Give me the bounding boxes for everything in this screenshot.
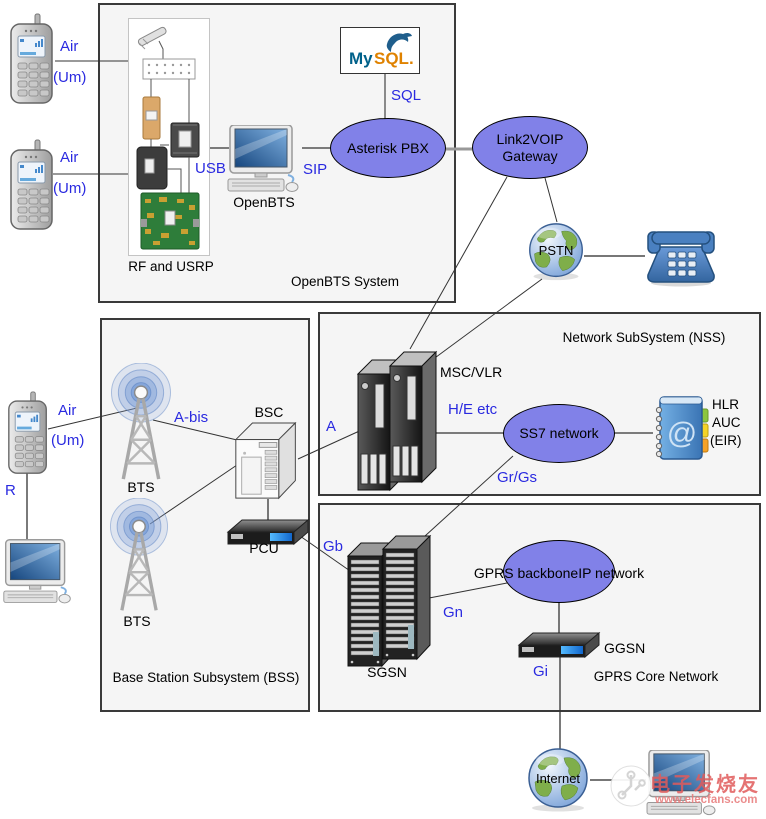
svg-text:SQL: SQL [374,49,409,68]
desktop-computer-icon [224,124,304,200]
mobile-phone-icon [8,13,56,110]
msc-vlr-server-icon [356,344,439,501]
nss-title: Network SubSystem (NSS) [562,330,726,345]
abis-interface-label: A-bis [174,409,209,426]
sgsn-server-icon [346,528,437,675]
rf-usrp-panel [128,18,210,256]
ggsn-label: GGSN [604,640,646,656]
at-symbol-icon: @ [667,417,697,450]
ggsn-switch-icon [517,629,601,664]
um-label: (Um) [51,432,85,449]
internet-globe-icon: Internet [526,747,590,818]
gn-interface-label: Gn [443,604,464,621]
desktop-computer-icon [643,749,721,819]
link2voip-gateway-ellipse: Link2VOIP Gateway [472,116,588,179]
ss7-network-ellipse: SS7 network [503,404,615,463]
um-label: (Um) [53,69,87,86]
um-label: (Um) [53,180,87,197]
bss-box [100,318,310,712]
pstn-globe-icon: PSTN [526,221,586,288]
air-label: Air [60,38,79,55]
internet-label: Internet [535,771,581,786]
duplexer-icon [142,58,196,80]
asterisk-pbx-ellipse: Asterisk PBX [330,118,446,178]
telephone-icon [644,227,718,292]
svg-text:.: . [409,49,414,68]
gb-interface-label: Gb [323,538,344,555]
gi-interface-label: Gi [533,663,548,680]
watermark-brand: 电子发烧友 [650,774,760,796]
usrp-board-icon [140,192,200,250]
air-label: Air [60,149,79,166]
auc-label: AUC [712,415,741,430]
sql-interface-label: SQL [391,87,422,104]
sgsn-label: SGSN [367,664,407,680]
mobile-phone-icon [6,391,50,480]
bss-title: Base Station Subsystem (BSS) [112,670,300,685]
watermark-logo-icon [608,763,654,814]
usb-interface-label: USB [195,160,226,177]
openbts-system-title: OpenBTS System [290,274,400,289]
bts-tower-icon [108,362,174,490]
pstn-label: PSTN [538,243,574,258]
watermark-url: www.elecfans.com [655,794,758,806]
a-interface-label: A [326,418,337,435]
pcu-label: PCU [249,540,279,556]
sip-interface-label: SIP [303,161,328,178]
rf-usrp-label: RF and USRP [128,259,214,274]
gprs-backbone-ellipse [503,540,615,603]
msc-vlr-label: MSC/VLR [440,364,503,380]
bts-label: BTS [127,479,155,495]
gprs-title: GPRS Core Network [593,669,719,684]
gprs-backbone-label: GPRS backboneIP network [473,565,645,581]
mysql-dolphin-icon [386,33,409,52]
he-interface-label: H/E etc [448,401,498,418]
mysql-logo: My SQL . [340,27,420,74]
grgs-interface-label: Gr/Gs [497,469,537,486]
air-label: Air [58,402,77,419]
svg-text:My: My [349,49,373,68]
hlr-label: HLR [712,397,740,412]
openbts-label: OpenBTS [233,194,295,210]
bts-label: BTS [123,613,151,629]
antenna-icon [137,26,167,59]
bsc-label: BSC [254,404,284,420]
desktop-computer-icon [0,538,76,613]
hlr-addressbook-icon: @ [652,395,710,468]
bsc-server-icon [234,421,303,507]
r-interface-label: R [5,482,16,499]
mobile-phone-icon [8,139,56,236]
bts-tower-icon [106,497,172,621]
eir-label: (EIR) [710,433,742,448]
pcu-switch-icon [226,516,310,551]
